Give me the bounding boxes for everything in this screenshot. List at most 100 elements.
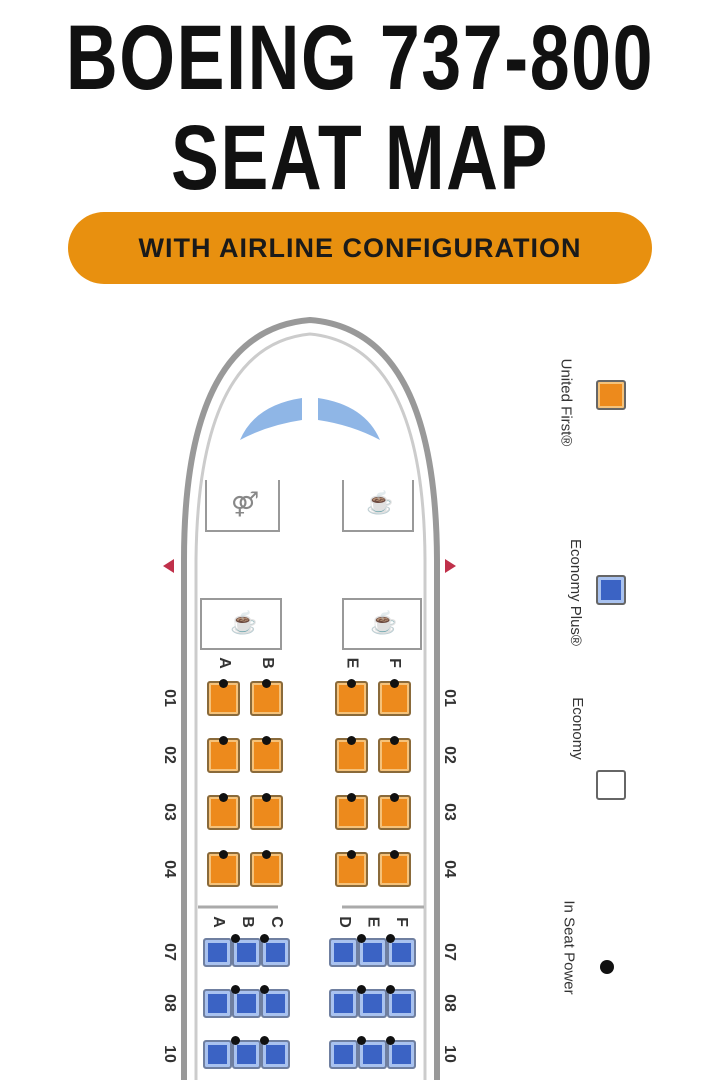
seat-08D[interactable] bbox=[329, 989, 358, 1018]
power-outlet-icon bbox=[260, 934, 269, 943]
seat-04A[interactable] bbox=[207, 850, 240, 887]
power-outlet-icon bbox=[357, 985, 366, 994]
row-number-label: 03 bbox=[160, 803, 178, 821]
seat-07F[interactable] bbox=[387, 938, 416, 967]
seat-10B[interactable] bbox=[232, 1040, 261, 1069]
row-number-label: 04 bbox=[440, 860, 458, 878]
seat-10C[interactable] bbox=[261, 1040, 290, 1069]
row-number-label: 10 bbox=[440, 1045, 458, 1063]
seat-07E[interactable] bbox=[358, 938, 387, 967]
legend-swatch-first bbox=[596, 380, 626, 410]
galley-icon: ☕ bbox=[366, 490, 394, 515]
power-outlet-icon bbox=[357, 1036, 366, 1045]
seat-01B[interactable] bbox=[250, 679, 283, 716]
row-number-label: 08 bbox=[440, 994, 458, 1012]
legend-swatch-economy bbox=[596, 770, 626, 800]
subtitle-badge: WITH AIRLINE CONFIGURATION bbox=[68, 212, 652, 284]
seat-10F[interactable] bbox=[387, 1040, 416, 1069]
seat-letter-label: B bbox=[238, 916, 256, 928]
power-outlet-icon bbox=[260, 1036, 269, 1045]
seat-letter-label: E bbox=[343, 657, 361, 669]
seat-03E[interactable] bbox=[335, 793, 368, 830]
seat-02F[interactable] bbox=[378, 736, 411, 773]
seat-03A[interactable] bbox=[207, 793, 240, 830]
seat-04E[interactable] bbox=[335, 850, 368, 887]
galley-front: ☕ bbox=[342, 480, 414, 532]
seat-07B[interactable] bbox=[232, 938, 261, 967]
power-outlet-icon bbox=[262, 850, 271, 859]
power-outlet-icon bbox=[219, 736, 228, 745]
power-outlet-icon bbox=[347, 850, 356, 859]
legend-swatch-economy_plus bbox=[596, 575, 626, 605]
seat-letter-label: C bbox=[267, 916, 285, 928]
legend-label: Economy bbox=[568, 697, 586, 760]
seat-02A[interactable] bbox=[207, 736, 240, 773]
seat-letter-label: F bbox=[392, 917, 410, 927]
power-outlet-icon bbox=[231, 934, 240, 943]
power-outlet-icon bbox=[260, 985, 269, 994]
galley-icon: ☕ bbox=[370, 610, 398, 635]
subtitle-text: WITH AIRLINE CONFIGURATION bbox=[138, 232, 582, 263]
legend-label: Economy Plus® bbox=[566, 539, 584, 646]
windshield-right bbox=[318, 398, 380, 440]
seat-10D[interactable] bbox=[329, 1040, 358, 1069]
seat-02B[interactable] bbox=[250, 736, 283, 773]
seat-01A[interactable] bbox=[207, 679, 240, 716]
seat-letter-label: D bbox=[335, 916, 353, 928]
legend-power-icon bbox=[600, 960, 614, 974]
galley-left: ☕ bbox=[200, 598, 282, 650]
seat-08A[interactable] bbox=[203, 989, 232, 1018]
seat-letter-label: E bbox=[364, 916, 382, 928]
row-number-label: 01 bbox=[160, 689, 178, 707]
seat-08E[interactable] bbox=[358, 989, 387, 1018]
seat-07C[interactable] bbox=[261, 938, 290, 967]
power-outlet-icon bbox=[386, 1036, 395, 1045]
exit-marker-right bbox=[445, 559, 456, 573]
power-outlet-icon bbox=[390, 793, 399, 802]
row-number-label: 03 bbox=[440, 803, 458, 821]
power-outlet-icon bbox=[219, 793, 228, 802]
seat-10E[interactable] bbox=[358, 1040, 387, 1069]
row-number-label: 07 bbox=[160, 943, 178, 961]
seat-08C[interactable] bbox=[261, 989, 290, 1018]
seat-01E[interactable] bbox=[335, 679, 368, 716]
power-outlet-icon bbox=[219, 679, 228, 688]
seat-03B[interactable] bbox=[250, 793, 283, 830]
seat-08B[interactable] bbox=[232, 989, 261, 1018]
seat-04B[interactable] bbox=[250, 850, 283, 887]
seat-07A[interactable] bbox=[203, 938, 232, 967]
title-line-2: SEAT MAP bbox=[171, 107, 549, 209]
power-outlet-icon bbox=[390, 736, 399, 745]
seat-letter-label: A bbox=[215, 657, 233, 669]
title-line-1: BOEING 737-800 bbox=[65, 7, 655, 109]
seat-letter-label: F bbox=[385, 658, 403, 668]
power-outlet-icon bbox=[262, 679, 271, 688]
power-outlet-icon bbox=[347, 679, 356, 688]
lavatory: ⚤ bbox=[205, 480, 280, 532]
power-outlet-icon bbox=[262, 736, 271, 745]
row-number-label: 01 bbox=[440, 689, 458, 707]
power-outlet-icon bbox=[262, 793, 271, 802]
seat-letter-label: A bbox=[209, 916, 227, 928]
galley-right: ☕ bbox=[342, 598, 422, 650]
seat-10A[interactable] bbox=[203, 1040, 232, 1069]
seat-07D[interactable] bbox=[329, 938, 358, 967]
seat-letter-label: B bbox=[258, 657, 276, 669]
seat-02E[interactable] bbox=[335, 736, 368, 773]
power-outlet-icon bbox=[357, 934, 366, 943]
seat-01F[interactable] bbox=[378, 679, 411, 716]
power-outlet-icon bbox=[231, 1036, 240, 1045]
seat-08F[interactable] bbox=[387, 989, 416, 1018]
power-outlet-icon bbox=[347, 793, 356, 802]
power-outlet-icon bbox=[219, 850, 228, 859]
seat-04F[interactable] bbox=[378, 850, 411, 887]
seat-03F[interactable] bbox=[378, 793, 411, 830]
power-outlet-icon bbox=[390, 850, 399, 859]
power-outlet-icon bbox=[347, 736, 356, 745]
legend-label: In Seat Power bbox=[560, 900, 578, 995]
row-number-label: 02 bbox=[160, 746, 178, 764]
row-number-label: 07 bbox=[440, 943, 458, 961]
lavatory-icon: ⚤ bbox=[231, 491, 260, 518]
